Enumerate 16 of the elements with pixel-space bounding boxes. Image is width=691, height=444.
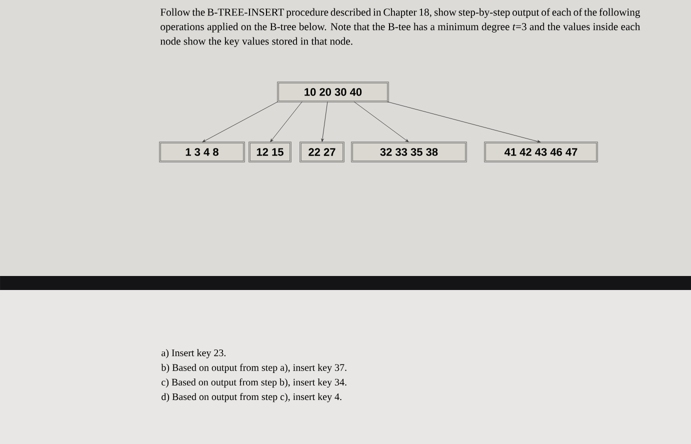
key-node: 1 3 4 8 — [159, 142, 245, 162]
key-node: 41 42 43 46 47 — [484, 142, 598, 162]
arrow — [270, 101, 302, 142]
question-item: a) Insert key 23. — [162, 349, 226, 358]
key-node: 10 20 30 40 — [277, 82, 389, 102]
question-item: c) Based on output from step b), insert key 34. — [162, 378, 346, 388]
arrow — [386, 101, 541, 143]
arrow — [354, 101, 409, 142]
question-item: d) Based on output from step c), insert key 4. — [162, 393, 342, 402]
key-node: 22 27 — [300, 142, 344, 162]
key-node: 32 33 35 38 — [351, 142, 467, 162]
instruction-paragraph: Follow the B-TREE-INSERT procedure described in Chapter 18, show step-by-step output of each of the following operations applied on the B-tree below. Note that the B-tee has a minimum degree t=3 and the values inside each node show the key values stored in that node. — [160, 8, 640, 47]
arrow — [202, 101, 278, 142]
question-item: b) Based on output from step a), insert key 37. — [161, 364, 346, 373]
key-node: 12 15 — [248, 142, 292, 162]
arrow — [321, 101, 328, 142]
